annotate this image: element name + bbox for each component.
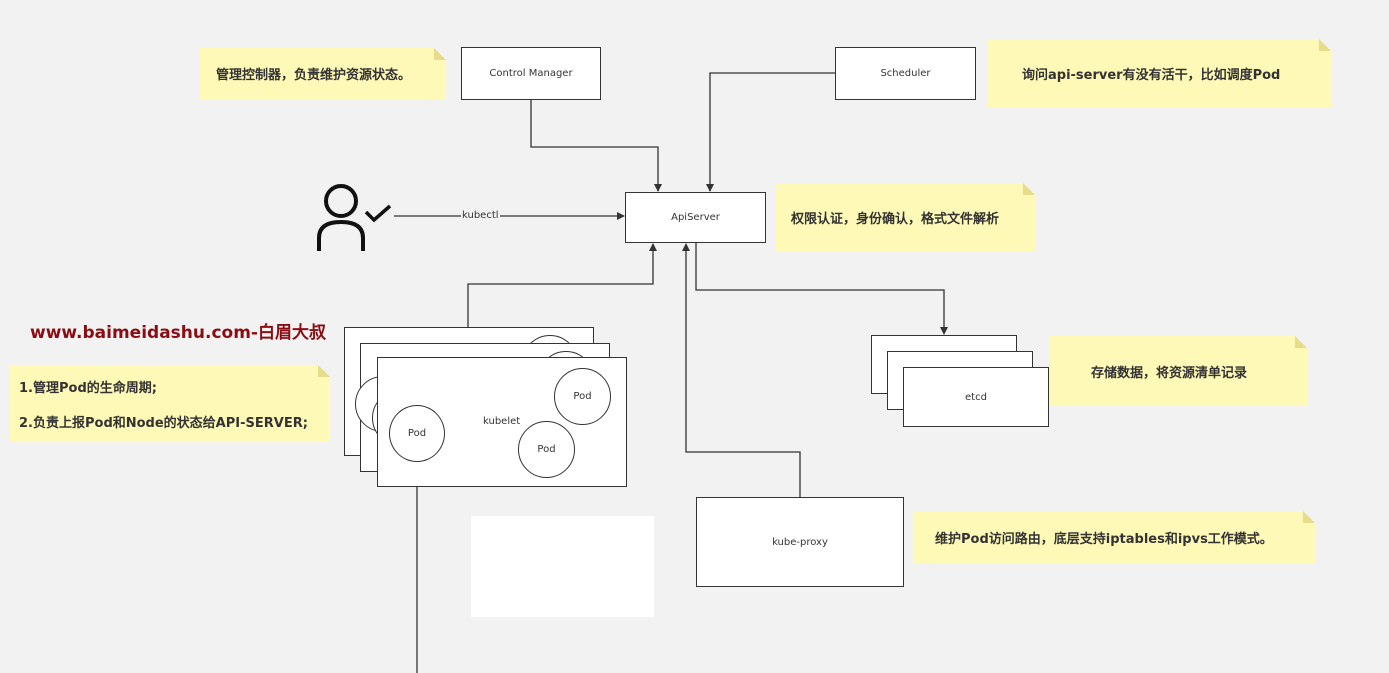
edge-kubelet-apiserver [467, 243, 657, 327]
note-kube-proxy: 维护Pod访问路由，底层支持iptables和ipvs工作模式。 [913, 511, 1315, 564]
note-kubelet-line-2: 2.负责上报Pod和Node的状态给API-SERVER; [19, 415, 308, 431]
note-control-manager: 管理控制器，负责维护资源状态。 [200, 48, 446, 99]
pod-3: Pod [518, 421, 575, 478]
edge-controlmanager-apiserver [530, 99, 662, 192]
api-server-node: ApiServer [625, 192, 766, 243]
edge-kubeproxy-apiserver [682, 243, 801, 497]
note-kubelet-line-1: 1.管理Pod的生命周期; [19, 380, 157, 396]
blank-panel [471, 516, 654, 617]
note-etcd: 存储数据，将资源清单记录 [1049, 336, 1307, 406]
user-check-icon [317, 184, 392, 251]
note-kubelet: 1.管理Pod的生命周期; 2.负责上报Pod和Node的状态给API-SERV… [10, 365, 330, 442]
control-manager-node: Control Manager [461, 47, 601, 100]
scheduler-node: Scheduler [835, 47, 976, 100]
pod-1: Pod [389, 405, 445, 462]
kubelet-label: kubelet [483, 416, 521, 427]
kube-proxy-node: kube-proxy [696, 497, 904, 587]
edge-apiserver-etcd [695, 242, 948, 335]
note-api-server: 权限认证，身份确认，格式文件解析 [776, 183, 1035, 251]
etcd-node: etcd [903, 367, 1049, 427]
watermark-text: www.baimeidashu.com-白眉大叔 [30, 323, 326, 343]
note-scheduler: 询问api-server有没有活干，比如调度Pod [987, 39, 1331, 107]
edge-scheduler-apiserver [706, 72, 836, 192]
edge-label-kubectl: kubectl [461, 210, 500, 221]
pod-2: Pod [554, 368, 611, 425]
